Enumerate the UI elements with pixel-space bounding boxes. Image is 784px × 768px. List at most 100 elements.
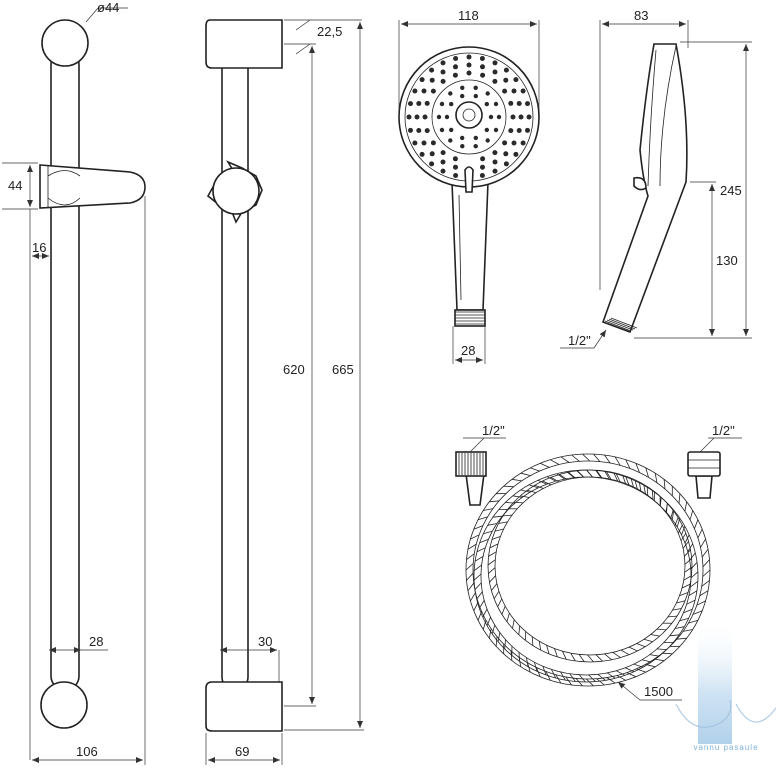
nozzle-hole [460,93,465,99]
nozzle-hole [510,114,516,120]
hose-right-thread-label: 1/2" [712,423,735,438]
nozzle-hole [424,100,430,106]
nozzle-hole [479,56,485,61]
nozzle-hole [439,127,445,133]
nozzle-hole [440,159,446,165]
nozzle-hole [480,156,486,162]
nozzle-hole [480,72,486,78]
nozzle-hole [520,88,526,94]
nozzle-hole [511,88,517,94]
nozzle-hole [503,151,509,157]
nozzle-hole [479,173,485,178]
hose-left-thread-label: 1/2" [482,423,505,438]
rail-front-view: ø44 44 16 28 106 [2,0,146,765]
rail-side-depth-label: 69 [235,744,249,759]
nozzle-hole [414,114,420,120]
shower-head-side-toggle [633,176,647,191]
nozzle-hole [440,69,446,75]
nozzle-hole [480,164,485,170]
nozzle-hole [444,114,450,120]
nozzle-hole [503,77,509,83]
nozzle-hole [448,138,453,143]
nozzle-hole [449,101,454,107]
nozzle-hole [412,88,418,94]
nozzle-hole [453,164,458,170]
rail-side-tube-offset-label: 30 [258,634,272,649]
nozzle-hole [466,54,472,60]
nozzle-hole [525,127,530,133]
nozzle-hole [502,88,508,94]
watermark-logo: vannu pasaule [675,618,777,752]
nozzle-hole [416,101,422,106]
nozzle-hole [429,67,435,73]
nozzle-hole [525,101,530,107]
shower-head-side-height-label: 245 [720,183,742,198]
nozzle-hole [496,114,502,120]
nozzle-hole [493,101,499,107]
watermark-text: vannu pasaule [693,743,758,752]
nozzle-hole [488,114,494,120]
nozzle-hole [516,101,522,106]
nozzle-hole [526,114,532,120]
hose-right-nut [687,451,721,477]
shower-head-handle [451,181,489,311]
rail-total-width-label: 106 [76,744,98,759]
nozzle-hole [429,151,435,157]
rail-top-cap [41,19,89,67]
rail-slider [39,164,146,209]
nozzle-hole [440,60,446,66]
nozzle-hole [516,128,522,133]
rail-end-diameter-label: ø44 [97,0,119,15]
shower-head-width-label: 118 [458,8,479,23]
shower-head-side-depth-label: 83 [634,8,648,23]
nozzle-hole [492,60,498,66]
nozzle-hole [502,140,508,146]
nozzle-hole [492,150,498,156]
nozzle-hole [473,135,478,141]
shower-head-side-body [601,43,688,334]
rail-side-cap-offset-label: 22,5 [317,24,342,39]
nozzle-hole [492,69,498,75]
nozzle-hole [473,93,478,99]
nozzle-hole [492,78,498,84]
nozzle-hole [518,114,524,120]
rail-tube [50,49,80,691]
shower-head-nozzles [406,54,532,178]
nozzle-hole [473,85,478,91]
rail-bottom-cap [40,681,88,729]
shower-head-side-view: 83 245 130 1/2" [560,8,752,349]
rail-side-total-length-label: 665 [332,362,354,377]
nozzle-hole [440,78,446,84]
shower-head-connector-label: 28 [461,343,475,358]
nozzle-hole [453,173,459,178]
nozzle-hole [485,91,490,96]
nozzle-hole [503,67,509,73]
nozzle-hole [508,100,514,106]
nozzle-hole [412,140,418,146]
nozzle-hole [419,151,425,157]
nozzle-hole [492,168,498,174]
nozzle-hole [460,85,465,91]
hose-left-ferrule [465,473,485,506]
nozzle-hole [484,127,489,133]
nozzle-hole [453,64,458,70]
nozzle-hole [484,101,489,107]
nozzle-hole [466,62,472,68]
nozzle-hole [480,64,485,70]
nozzle-hole [492,159,498,165]
nozzle-hole [493,127,499,133]
shower-head-mode-toggle [464,166,474,193]
rail-side-view: 22,5 620 665 30 69 [205,19,364,765]
nozzle-hole [485,138,490,143]
shower-head-center-jet [455,101,483,129]
nozzle-hole [448,91,453,96]
nozzle-hole [503,161,509,167]
shower-head-thread-label: 1/2" [568,333,591,348]
nozzle-hole [422,114,428,120]
nozzle-hole [508,128,514,134]
nozzle-hole [429,161,435,167]
shower-hose: 1/2" 1/2" 1500 [455,423,742,701]
nozzle-hole [440,168,446,174]
nozzle-hole [429,77,435,83]
